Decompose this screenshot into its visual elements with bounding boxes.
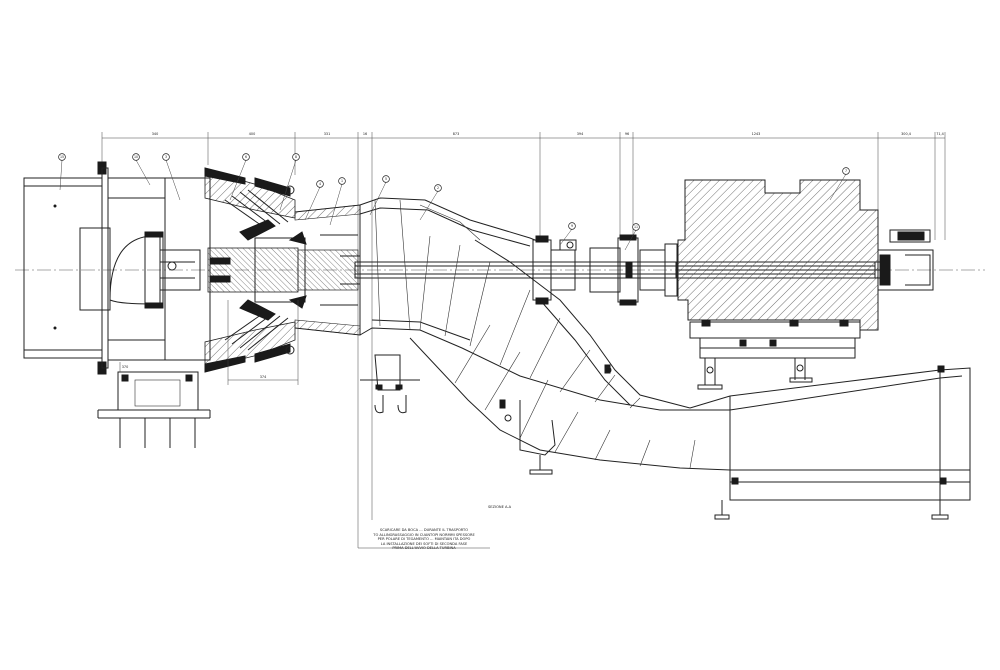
balloon-circle xyxy=(434,184,442,192)
balloon-leader xyxy=(165,159,181,201)
balloon-leader xyxy=(419,190,439,221)
inlet-support xyxy=(97,371,211,448)
dimension-label: 96 xyxy=(625,132,629,136)
balloon-number: 15 xyxy=(60,155,64,159)
lower-dimension-labels: 370 374 xyxy=(122,365,266,379)
balloon-leader xyxy=(304,186,321,221)
dimension-label: 331 xyxy=(324,132,330,136)
note-line: LA INSTALLAZIONE DEI SOFTI DI SECONDA FA… xyxy=(380,541,468,546)
balloon-circle xyxy=(132,153,140,161)
balloon-leader xyxy=(829,173,847,201)
diffuser-feet xyxy=(714,500,949,520)
balloon-number: 11 xyxy=(634,225,638,229)
note-line: SCARICARE DA BOCA ... DURANTE IL TRASPOR… xyxy=(379,528,469,532)
balloon-leader xyxy=(59,159,63,191)
note-line: PRIMA DELL'AVVIO DELLA TURBINA xyxy=(392,546,456,551)
balloon-number: 7 xyxy=(845,169,847,173)
balloon-circle xyxy=(842,167,850,175)
dimension-label: 400 xyxy=(249,132,255,136)
draft-tube-elbow xyxy=(359,197,971,501)
balloon-leader xyxy=(229,159,247,201)
balloon-leader xyxy=(369,181,387,216)
lower-dimensions xyxy=(119,300,299,385)
balloon-leader xyxy=(279,159,297,211)
note-line: PER POLARE DI TEGAMENTO ... MAINTAIN ITA… xyxy=(377,537,471,542)
balloon-leader xyxy=(135,159,151,186)
distributor-runner xyxy=(164,167,307,373)
lifting-hooks xyxy=(360,354,420,414)
balloon-leader xyxy=(624,229,637,251)
balloon-number: 5 xyxy=(385,177,387,181)
dimension-label: 374 xyxy=(260,375,266,379)
installation-note: SCARICARE DA BOCA ... DURANTE IL TRASPOR… xyxy=(360,528,488,551)
balloon-number: 10 xyxy=(134,155,138,159)
balloon-number: 9 xyxy=(571,224,573,228)
generator-body xyxy=(675,179,934,331)
balloon-number: 4 xyxy=(319,182,321,186)
dimension-label: 16 xyxy=(363,132,367,136)
balloon-leader xyxy=(329,183,343,226)
balloon-circle xyxy=(316,180,324,188)
top-dimension-chain xyxy=(101,132,946,240)
inlet-casing xyxy=(23,161,201,375)
top-dimension-labels: 340 400 331 16 873 394 96 1243 300,4 71,4 xyxy=(152,132,944,136)
balloon-number: 8 xyxy=(295,155,297,159)
balloon-circle xyxy=(338,177,346,185)
balloon-number: 6 xyxy=(245,155,247,159)
dimension-label: 71,4 xyxy=(936,132,944,136)
balloon-circle xyxy=(382,175,390,183)
dimension-label: 300,4 xyxy=(901,132,911,136)
balloon-number: 3 xyxy=(165,155,167,159)
balloon-circle xyxy=(632,223,640,231)
balloon-leader xyxy=(559,228,573,246)
dimension-label: 873 xyxy=(453,132,459,136)
balloon-circle xyxy=(58,153,66,161)
balloon-circle xyxy=(242,153,250,161)
balloon-number: 2 xyxy=(437,186,439,190)
balloon-number: 1 xyxy=(341,179,343,183)
dimension-label: 1243 xyxy=(752,132,761,136)
generator-base xyxy=(689,319,861,390)
section-label: SEZIONE A-A xyxy=(488,505,512,509)
dimension-label: 340 xyxy=(152,132,158,136)
intermediate-bearings xyxy=(532,234,678,306)
dimension-label: 394 xyxy=(577,132,583,136)
balloon-circle xyxy=(568,222,576,230)
balloon-circle xyxy=(292,153,300,161)
note-line: TO ALLINGRASSAGGIO IN CUANTOPI NORMMI SP… xyxy=(373,532,475,537)
balloon-circle xyxy=(162,153,170,161)
dimension-label: 370 xyxy=(122,365,128,369)
